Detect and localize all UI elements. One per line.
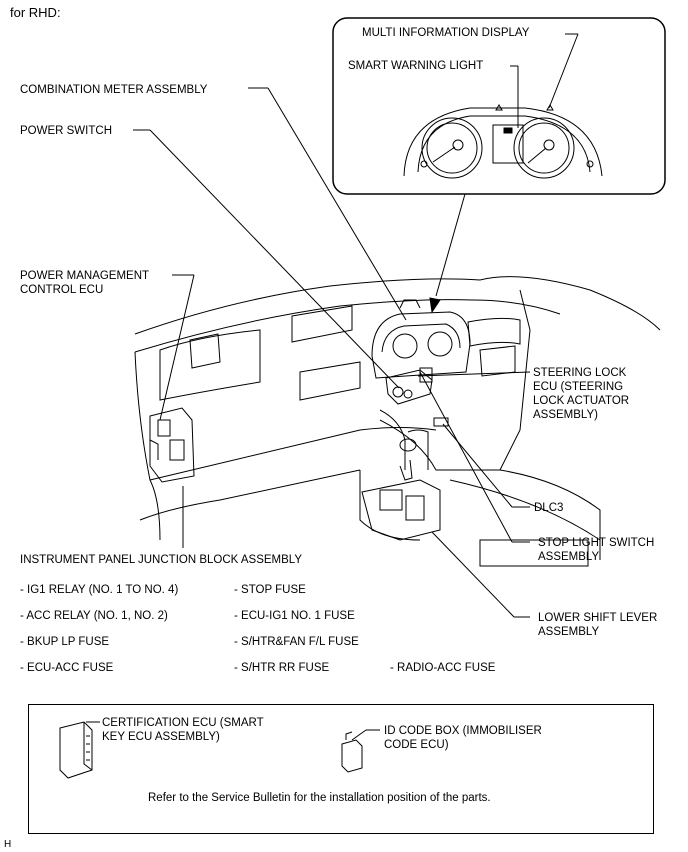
fuse-item: - ACC RELAY (NO. 1, NO. 2) [20,610,168,622]
multi-info-display-label: MULTI INFORMATION DISPLAY [362,27,530,39]
inset-frame [332,17,666,195]
power-management-ecu-label: POWER MANAGEMENT CONTROL ECU [20,270,150,296]
dashboard-drawing [134,276,661,567]
dlc3-connector-drawing [433,417,449,427]
bottom-info-box [28,704,654,834]
power-switch-label: POWER SWITCH [20,125,112,137]
service-bulletin-note: Refer to the Service Bulletin for the in… [148,792,491,804]
page-title: for RHD: [10,5,61,20]
combination-meter-assembly [371,299,471,379]
stop-light-switch-label: STOP LIGHT SWITCH ASSEMBLY [538,537,655,563]
junction-block-label: INSTRUMENT PANEL JUNCTION BLOCK ASSEMBLY [20,554,303,566]
fuse-item: - ECU-ACC FUSE [20,662,114,674]
dlc3-label: DLC3 [534,502,564,514]
fuse-item: - S/HTR RR FUSE [234,662,330,674]
meter-cluster-icon [403,104,603,179]
fuse-item: - S/HTR&FAN F/L FUSE [234,636,359,648]
id-code-box-label: ID CODE BOX (IMMOBILISER CODE ECU) [384,725,542,751]
certification-ecu-icon [59,721,93,779]
smart-warning-light-label: SMART WARNING LIGHT [348,60,484,72]
id-code-box-icon [341,731,363,773]
fuse-item: - BKUP LP FUSE [20,636,110,648]
certification-ecu-label: CERTIFICATION ECU (SMART KEY ECU ASSEMBL… [102,717,264,743]
lower-shift-lever-label: LOWER SHIFT LEVER ASSEMBLY [538,612,658,638]
shift-lever-drawing [361,438,441,541]
combination-meter-label: COMBINATION METER ASSEMBLY [20,84,208,96]
figure-code: H [4,839,12,850]
fuse-item: - RADIO-ACC FUSE [390,662,496,674]
fuse-item: - ECU-IG1 NO. 1 FUSE [234,610,355,622]
steering-lock-ecu-drawing [385,367,433,405]
fuse-item: - STOP FUSE [234,584,306,596]
steering-lock-ecu-label: STEERING LOCK ECU (STEERING LOCK ACTUATO… [533,367,630,421]
junction-block-drawing [149,407,195,483]
fuse-item: - IG1 RELAY (NO. 1 TO NO. 4) [20,584,179,596]
